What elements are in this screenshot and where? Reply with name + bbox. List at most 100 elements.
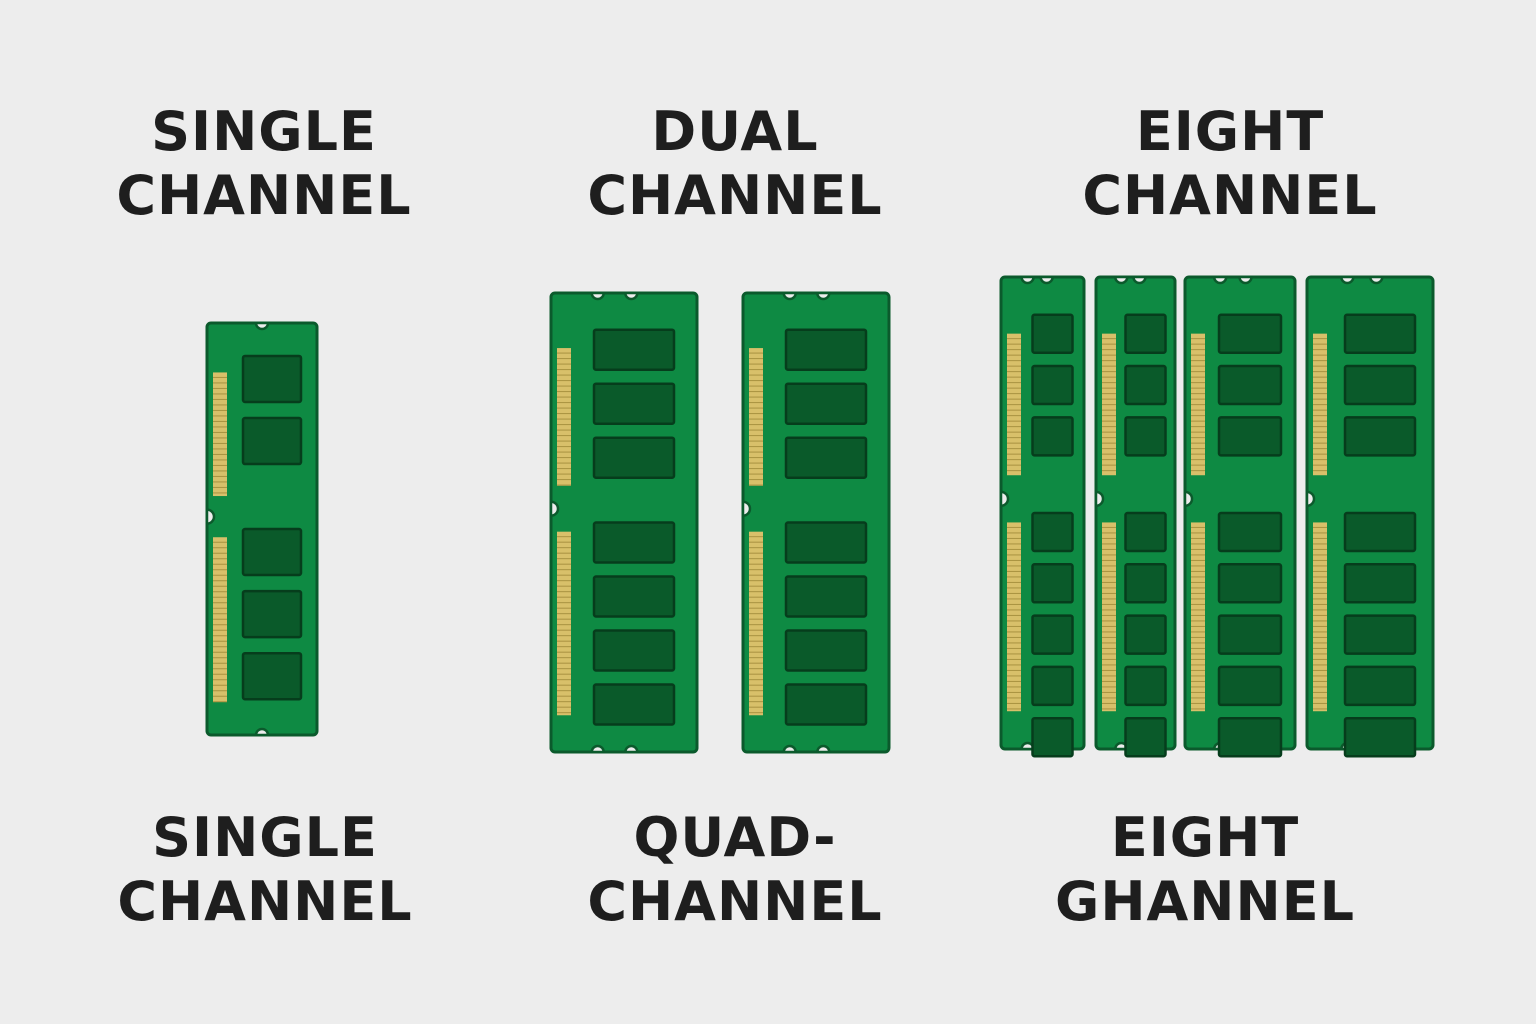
memory-chip — [1343, 614, 1417, 655]
top-notch — [816, 291, 831, 301]
memory-chip — [784, 521, 868, 564]
top-notch — [1039, 275, 1054, 285]
top-notch — [1212, 275, 1228, 285]
memory-chip — [1343, 416, 1417, 457]
memory-chip — [1031, 511, 1074, 553]
memory-chip — [1217, 313, 1283, 355]
memory-chip — [1217, 563, 1283, 604]
label-line: SINGLE — [152, 806, 378, 869]
label-line: GHANNEL — [1055, 870, 1355, 933]
memory-chip — [784, 382, 868, 425]
memory-chip — [1217, 614, 1283, 655]
memory-chip — [1031, 563, 1074, 604]
memory-chip — [592, 382, 676, 425]
top-notch — [254, 321, 270, 331]
memory-chip — [241, 589, 303, 639]
label-line: CHANNEL — [1082, 164, 1378, 227]
top-label-dual-channel: DUAL CHANNEL — [580, 100, 890, 228]
top-notch — [1020, 275, 1035, 285]
top-notch — [590, 291, 605, 301]
label-line: EIGHT — [1135, 100, 1325, 163]
ram-module — [999, 275, 1086, 758]
gold-contact-strip — [557, 531, 571, 716]
memory-chip — [1343, 716, 1417, 758]
memory-chip — [1124, 416, 1167, 457]
top-notch — [1114, 275, 1129, 285]
memory-chip — [1343, 511, 1417, 553]
label-line: DUAL — [651, 100, 819, 163]
memory-chip — [1124, 563, 1167, 604]
memory-chip — [1343, 563, 1417, 604]
bottom-notch — [624, 744, 639, 754]
memory-chip — [784, 575, 868, 618]
label-line: CHANNEL — [587, 164, 883, 227]
bottom-notch — [782, 744, 797, 754]
memory-chip — [1031, 416, 1074, 457]
key-notch — [741, 500, 752, 517]
top-notch — [1369, 275, 1384, 285]
label-line: EIGHT — [1110, 806, 1300, 869]
gold-contact-strip — [557, 348, 571, 486]
key-notch — [999, 490, 1010, 508]
memory-chip — [241, 354, 303, 404]
memory-chip — [1031, 614, 1074, 655]
gold-contact-strip — [1313, 522, 1327, 712]
memory-chip — [1124, 313, 1167, 355]
top-label-single-channel: SINGLE CHANNEL — [112, 100, 416, 228]
memory-chip — [241, 527, 303, 577]
ram-module — [741, 291, 891, 754]
gold-contact-strip — [749, 348, 763, 486]
memory-chip — [1217, 416, 1283, 457]
bottom-notch — [816, 744, 831, 754]
memory-chip — [1217, 511, 1283, 553]
memory-chip — [1124, 716, 1167, 758]
top-notch — [782, 291, 797, 301]
top-notch — [1132, 275, 1147, 285]
memory-chip — [784, 328, 868, 371]
key-notch — [549, 500, 560, 517]
gold-contact-strip — [749, 531, 763, 716]
memory-chip — [1031, 665, 1074, 707]
memory-chip — [1217, 665, 1283, 707]
top-notch — [1238, 275, 1253, 285]
memory-chip — [1217, 716, 1283, 758]
key-notch — [1183, 490, 1194, 508]
gold-contact-strip — [1191, 522, 1205, 712]
bottom-label-eight-channel: EIGHT GHANNEL — [1055, 806, 1355, 934]
bottom-label-quad-channel: QUAD- CHANNEL — [585, 806, 885, 934]
bottom-notch — [590, 744, 605, 754]
memory-chip — [592, 328, 676, 371]
gold-contact-strip — [1007, 522, 1021, 712]
top-notch — [624, 291, 639, 301]
memory-chip — [784, 436, 868, 479]
label-line: CHANNEL — [116, 164, 412, 227]
ram-module — [1183, 275, 1297, 758]
memory-chip — [592, 521, 676, 564]
memory-chip — [1343, 364, 1417, 406]
memory-chip — [1343, 665, 1417, 707]
memory-chip — [1343, 313, 1417, 355]
bottom-notch — [254, 727, 270, 737]
memory-chip — [1031, 313, 1074, 355]
memory-chip — [1031, 364, 1074, 406]
key-notch — [1094, 490, 1105, 508]
gold-contact-strip — [213, 372, 227, 497]
memory-chip — [592, 436, 676, 479]
ram-module — [1094, 275, 1177, 758]
memory-chip — [1124, 614, 1167, 655]
memory-chip — [592, 683, 676, 726]
top-notch — [1340, 275, 1355, 285]
top-label-eight-channel: EIGHT CHANNEL — [1075, 100, 1385, 228]
ram-module — [205, 321, 319, 737]
key-notch — [205, 508, 216, 525]
memory-chip — [592, 575, 676, 618]
memory-chip — [1217, 364, 1283, 406]
bottom-label-single-channel: SINGLE CHANNEL — [115, 806, 415, 934]
memory-chip — [1124, 665, 1167, 707]
key-notch — [1305, 490, 1316, 508]
memory-chip — [241, 416, 303, 466]
label-line: CHANNEL — [587, 870, 883, 933]
label-line: SINGLE — [151, 100, 377, 163]
